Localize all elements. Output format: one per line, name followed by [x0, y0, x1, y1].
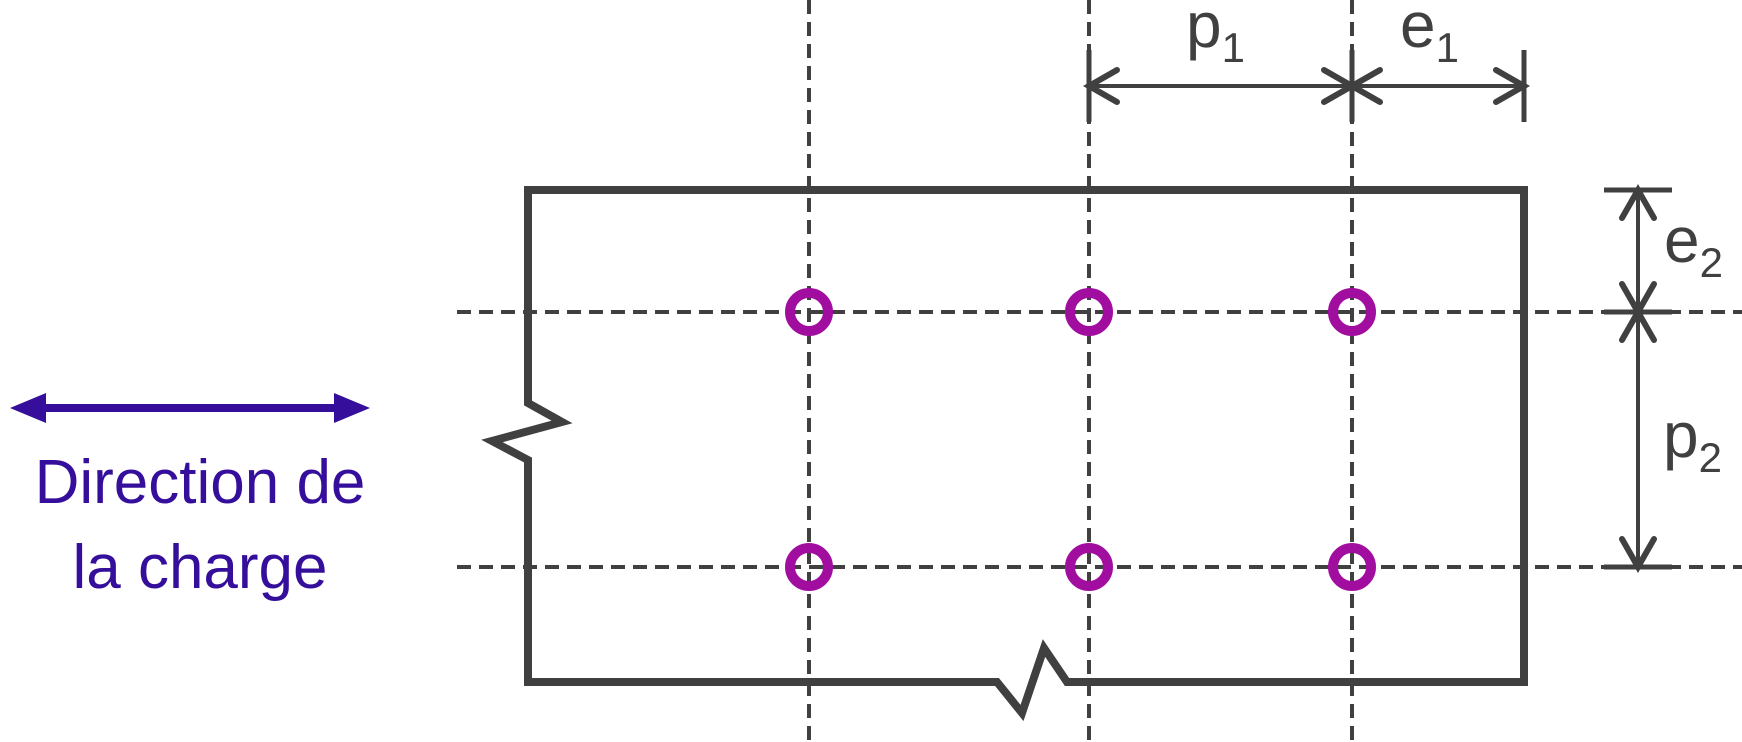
load-direction-label: Direction de la charge	[0, 440, 400, 610]
bolt-hole	[1328, 543, 1376, 591]
dim-label-e2: e2	[1664, 204, 1723, 287]
load-direction-line2: la charge	[72, 533, 328, 602]
dim-arrowheads-right	[1619, 183, 1657, 574]
arrowhead-right-icon	[334, 393, 370, 423]
dim-label-e1: e1	[1400, 0, 1459, 72]
bolt-hole	[1065, 543, 1113, 591]
bolt-centerlines	[457, 0, 1742, 742]
bolt-hole	[1328, 288, 1376, 336]
bolt-hole	[785, 288, 833, 336]
dim-label-p2-base: p	[1663, 399, 1699, 471]
bolt-hole	[1065, 288, 1113, 336]
dim-label-e1-base: e	[1400, 0, 1436, 61]
dim-label-e1-subscript: 1	[1435, 24, 1459, 71]
top-dimension-chain	[1082, 50, 1531, 122]
dim-label-e2-base: e	[1664, 204, 1700, 276]
dim-label-p1: p1	[1186, 0, 1245, 72]
dim-label-p1-base: p	[1186, 0, 1222, 61]
dim-label-p1-subscript: 1	[1221, 24, 1245, 71]
right-dimension-chain	[1604, 183, 1672, 574]
dim-label-p2-subscript: 2	[1698, 434, 1722, 481]
dim-label-p2: p2	[1663, 399, 1722, 482]
bolt-hole	[785, 543, 833, 591]
load-direction-arrow	[10, 393, 370, 423]
dim-label-e2-subscript: 2	[1699, 239, 1723, 286]
plate-outline	[481, 186, 1528, 722]
arrowhead-left-icon	[10, 393, 46, 423]
load-direction-line1: Direction de	[34, 448, 366, 517]
dim-arrowheads-top	[1082, 67, 1531, 105]
bolt-holes	[785, 288, 1376, 591]
